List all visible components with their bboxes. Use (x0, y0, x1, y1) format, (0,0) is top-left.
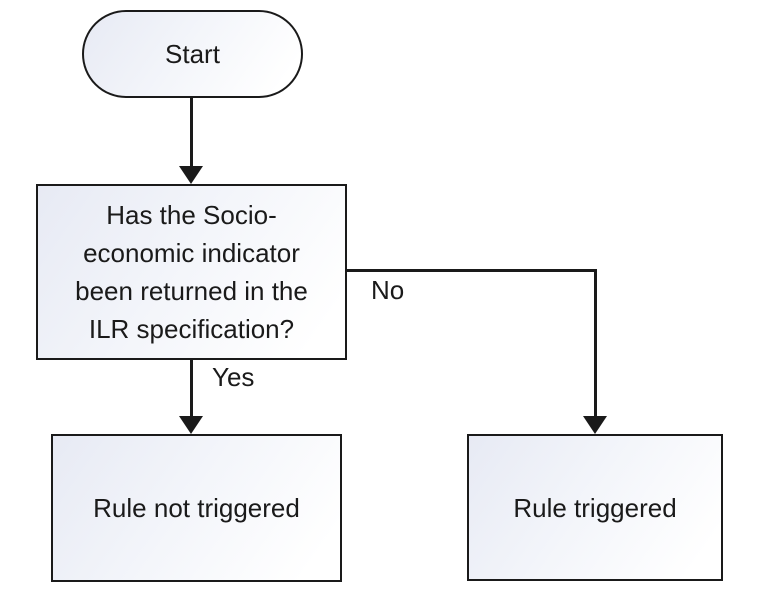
decision-node: Has the Socio- economic indicator been r… (36, 184, 347, 360)
arrow-down-icon (179, 416, 203, 434)
rule-triggered-node: Rule triggered (467, 434, 723, 581)
no-edge-vertical-line (594, 269, 597, 418)
yes-label: Yes (212, 362, 255, 392)
arrow-down-icon (179, 166, 203, 184)
no-edge-horizontal-line (347, 269, 597, 272)
rule-not-triggered-node: Rule not triggered (51, 434, 342, 582)
start-node-label: Start (165, 39, 220, 69)
arrow-down-icon (583, 416, 607, 434)
edge-start-to-decision-line (190, 98, 193, 168)
no-label: No (371, 275, 405, 305)
yes-edge-line (190, 360, 193, 418)
decision-node-label: Has the Socio- economic indicator been r… (75, 200, 308, 344)
start-node: Start (82, 10, 303, 98)
rule-not-triggered-label: Rule not triggered (93, 493, 300, 523)
rule-triggered-label: Rule triggered (513, 492, 677, 523)
